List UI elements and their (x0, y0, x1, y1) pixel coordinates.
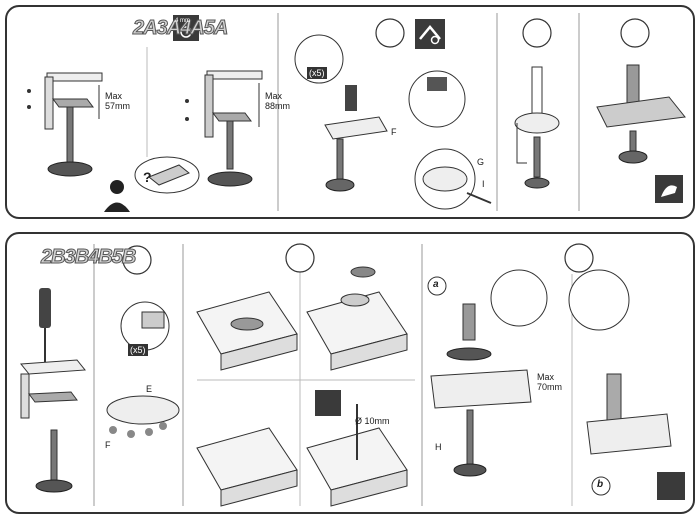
step-b-label: b (597, 479, 604, 490)
max-label: Max (537, 372, 555, 382)
label-g: G (477, 157, 485, 167)
step-a-label: a (433, 279, 439, 290)
clamp-small-drawing (27, 72, 103, 177)
person-thinking-icon: ? (104, 156, 200, 212)
label-f: F (391, 127, 397, 137)
label-e: E (146, 384, 153, 394)
monitor-pole-drawing (514, 66, 560, 189)
max-label-1: Max (105, 91, 123, 101)
label-f: F (105, 440, 111, 450)
screwdriver-drawing (20, 288, 86, 493)
max-label-2: Max (265, 91, 283, 101)
max-value: 70mm (537, 382, 563, 392)
screw-count: (x5) (307, 67, 327, 79)
section-2a-panel: ? 2A3A (5, 5, 695, 219)
section-2b-illustrations (20, 243, 685, 507)
section-2b-panel: 2B3B4B5B (x5) E F Ø 10mm a b Max 70mm H (5, 232, 695, 514)
max-value-1: 57mm (105, 101, 131, 111)
hex-key-size: 4 mm (175, 18, 190, 24)
label-i: I (482, 179, 485, 189)
section-code: 2B3B4B5B (40, 246, 136, 269)
desk-mounted-drawing (596, 64, 686, 203)
label-h: H (435, 442, 442, 452)
section-code: 2A3A4A5A (132, 17, 228, 40)
installation-step-drawing (294, 34, 492, 210)
section-2a-illustrations: ? (27, 13, 686, 212)
plate-e-drawing (106, 301, 180, 438)
desk-pieces-drawing (196, 266, 408, 507)
svg-text:?: ? (143, 169, 152, 185)
max-value-2: 88mm (265, 101, 291, 111)
drill-size: Ø 10mm (355, 416, 390, 426)
screw-count: (x5) (128, 344, 148, 356)
clamp-large-drawing (185, 70, 263, 187)
pole-through-desk-drawing (427, 269, 685, 500)
